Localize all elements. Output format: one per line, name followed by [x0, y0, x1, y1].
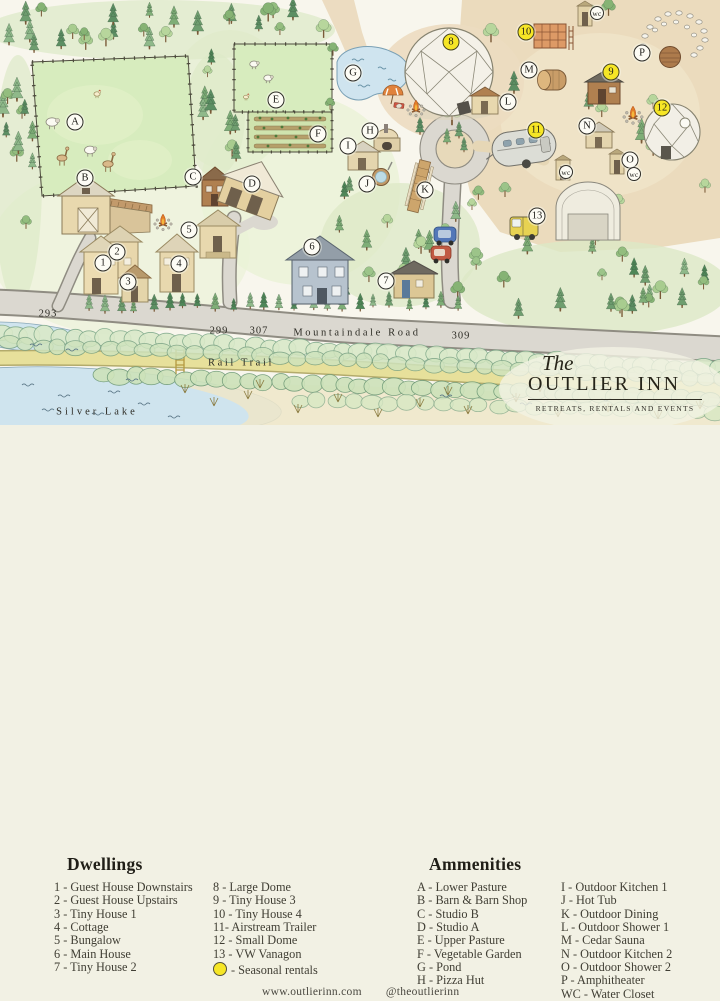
quonset-hut: [555, 181, 621, 241]
legend-item: 6 - Main House: [54, 946, 131, 961]
pond-g: [336, 46, 410, 109]
legend-item: 12 - Small Dome: [213, 933, 298, 948]
amenities-title: Ammenities: [429, 854, 522, 874]
seasonal-rentals-label: - Seasonal rentals: [231, 963, 318, 978]
logo-name: OUTLIER INN: [528, 374, 702, 400]
tiny-house-2: [389, 260, 439, 299]
legend-item: 9 - Tiny House 3: [213, 893, 296, 908]
seasonal-rentals-legend-item: - Seasonal rentals: [213, 962, 318, 978]
legend-item: L - Outdoor Shower 1: [561, 920, 670, 935]
legend-item: 4 - Cottage: [54, 920, 109, 935]
logo-the: The: [542, 351, 574, 375]
outdoor-shower-1-hut: [468, 86, 502, 115]
legend-item: 5 - Bungalow: [54, 933, 121, 948]
legend-item: E - Upper Pasture: [417, 933, 505, 948]
blue-car: [433, 226, 457, 246]
legend-item: WC - Water Closet: [561, 986, 655, 1001]
legend-item: 3 - Tiny House 1: [54, 906, 137, 921]
legend-item: 1 - Guest House Downstairs: [54, 880, 193, 894]
legend-item: I - Outdoor Kitchen 1: [561, 880, 668, 894]
legend-item: A - Lower Pasture: [417, 880, 507, 894]
legend-item: G - Pond: [417, 960, 462, 975]
legend-item: 7 - Tiny House 2: [54, 960, 137, 975]
barn-and-shop: [56, 175, 153, 235]
parked-cars: [430, 226, 457, 264]
property-map-illustration: [0, 0, 720, 425]
instagram-handle: @theoutlierinn: [385, 986, 460, 998]
legend-item: 13 - VW Vanagon: [213, 946, 302, 961]
large-dome: [404, 27, 494, 120]
legend-item: C - Studio B: [417, 906, 479, 921]
legend-item: M - Cedar Sauna: [561, 933, 645, 948]
footer-links: www.outlierinn.com @theoutlierinn: [262, 986, 459, 998]
seasonal-rentals-dot: [213, 962, 227, 977]
legend-item: K - Outdoor Dining: [561, 906, 659, 921]
legend-item: D - Studio A: [417, 920, 480, 935]
website-url: www.outlierinn.com: [262, 986, 362, 998]
vegetable-garden-f: [246, 110, 334, 154]
legend-item: N - Outdoor Kitchen 2: [561, 946, 673, 961]
upper-pasture-e: [232, 42, 334, 114]
legend-item: 11- Airstream Trailer: [213, 920, 317, 935]
logo-background-wash: [499, 347, 720, 425]
legend-item: J - Hot Tub: [561, 893, 617, 908]
legend-item: P - Amphitheater: [561, 973, 645, 988]
legend-item: B - Barn & Barn Shop: [417, 893, 528, 908]
cedar-sauna-barrel: [537, 69, 567, 91]
outlier-inn-logo: The OUTLIER INN RETREATS, RENTALS AND EV…: [528, 353, 702, 413]
lower-pasture-a: [30, 54, 198, 198]
dwellings-title: Dwellings: [67, 854, 143, 874]
legend-item: O - Outdoor Shower 2: [561, 960, 671, 975]
legend-item: F - Vegetable Garden: [417, 946, 522, 961]
small-dome: [643, 103, 701, 161]
legend-item: 8 - Large Dome: [213, 880, 291, 894]
logo-tagline: RETREATS, RENTALS AND EVENTS: [535, 404, 695, 413]
pizza-oven: [373, 124, 401, 152]
amphitheater: [639, 10, 709, 68]
pond-waves: [351, 58, 397, 88]
outdoor-kitchen-2-shed: [582, 121, 616, 149]
legend-item: 10 - Tiny House 4: [213, 906, 302, 921]
bungalow: [194, 209, 242, 259]
red-car: [430, 245, 452, 264]
tiny-house-4-structure: [533, 23, 574, 50]
legend-item: 2 - Guest House Upstairs: [54, 893, 178, 908]
